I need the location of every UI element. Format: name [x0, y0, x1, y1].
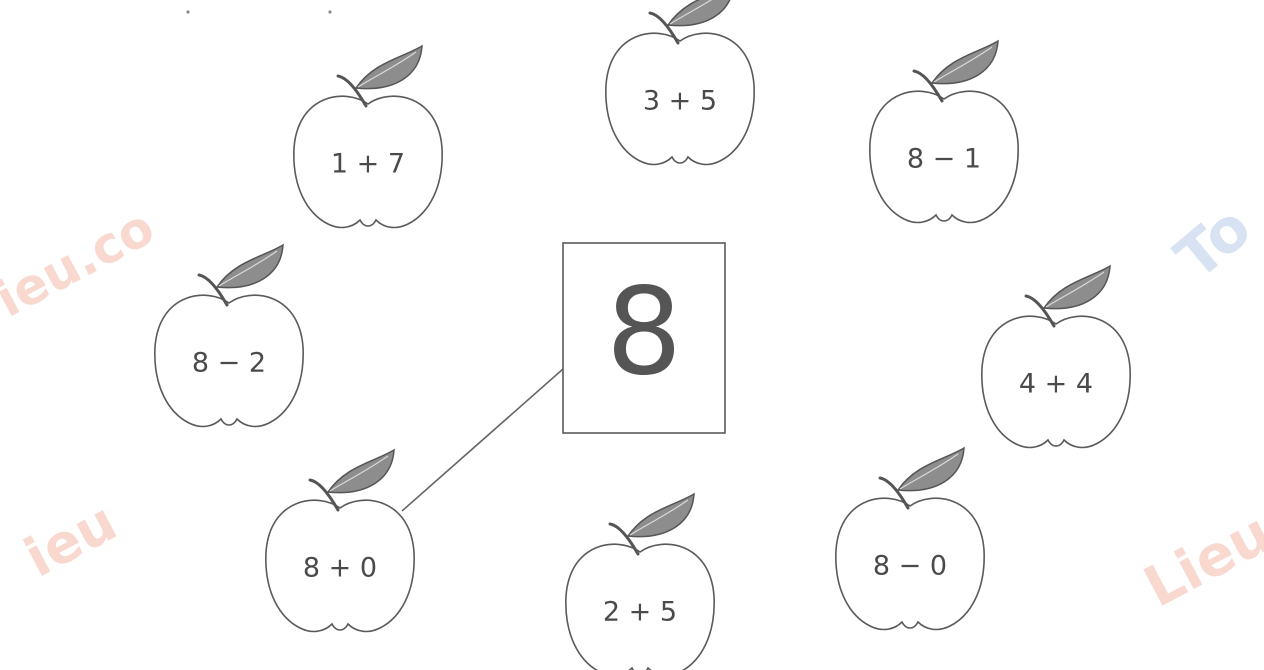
apple-8-minus-1: 8 − 1: [869, 39, 1019, 224]
apple-8-minus-2: 8 − 2: [154, 243, 304, 428]
apple-outline: [605, 32, 755, 166]
apple-outline: [565, 543, 715, 670]
apple-leaf-vein: [218, 250, 278, 287]
apple-outline: [869, 90, 1019, 224]
apple-label: 3 + 5: [643, 86, 717, 117]
apple-leaf-vein: [357, 51, 417, 88]
apple-stem: [912, 69, 944, 103]
apple-leaf: [666, 0, 731, 27]
apple-leaf-vein: [1045, 271, 1105, 308]
watermark-right-top: To: [1163, 192, 1264, 293]
apple-outline: [293, 95, 443, 229]
speck: [186, 10, 190, 14]
speck: [328, 10, 332, 14]
apple-label: 8 + 0: [303, 553, 377, 584]
apple-group: 1 + 7 3 + 5 8 − 1 8 − 2 4 + 4 8 + 0 2 + 5 8 − 0: [154, 0, 1131, 670]
apple-outline: [981, 315, 1131, 449]
apple-outline: [154, 294, 304, 428]
apple-stem: [336, 74, 368, 108]
apple-label: 8 − 2: [192, 348, 266, 379]
target-number: 8: [606, 264, 682, 403]
watermark-left-bottom: ieu: [15, 490, 127, 590]
apple-8-minus-0: 8 − 0: [835, 446, 985, 631]
apple-label: 8 − 0: [873, 551, 947, 582]
apple-leaf-vein: [329, 455, 389, 492]
watermark-right-bottom: Lieu: [1134, 501, 1264, 621]
apple-stem: [1024, 294, 1056, 328]
watermark-left-top: ieu.co: [0, 198, 163, 329]
connector-line: [401, 368, 564, 512]
apple-leaf-vein: [629, 499, 689, 536]
target-number-box: 8: [562, 242, 726, 434]
apple-leaf-vein: [669, 0, 713, 25]
apple-3-plus-5: 3 + 5: [605, 0, 755, 166]
apple-8-plus-0: 8 + 0: [265, 448, 415, 633]
apple-label: 8 − 1: [907, 144, 981, 175]
specks: [186, 10, 332, 14]
apple-label: 1 + 7: [331, 149, 405, 180]
apple-1-plus-7: 1 + 7: [293, 44, 443, 229]
apple-stem: [648, 11, 680, 45]
apple-outline: [835, 497, 985, 631]
apple-leaf-vein: [899, 453, 959, 490]
apple-label: 4 + 4: [1019, 369, 1093, 400]
apple-2-plus-5: 2 + 5: [565, 492, 715, 670]
apple-stem: [308, 478, 340, 512]
apple-stem: [197, 273, 229, 307]
apple-outline: [265, 499, 415, 633]
number-box: [562, 242, 726, 434]
apple-stem: [608, 522, 640, 556]
apple-4-plus-4: 4 + 4: [981, 264, 1131, 449]
apple-stem: [878, 476, 910, 510]
apple-leaf-vein: [933, 46, 993, 83]
apple-label: 2 + 5: [603, 597, 677, 628]
